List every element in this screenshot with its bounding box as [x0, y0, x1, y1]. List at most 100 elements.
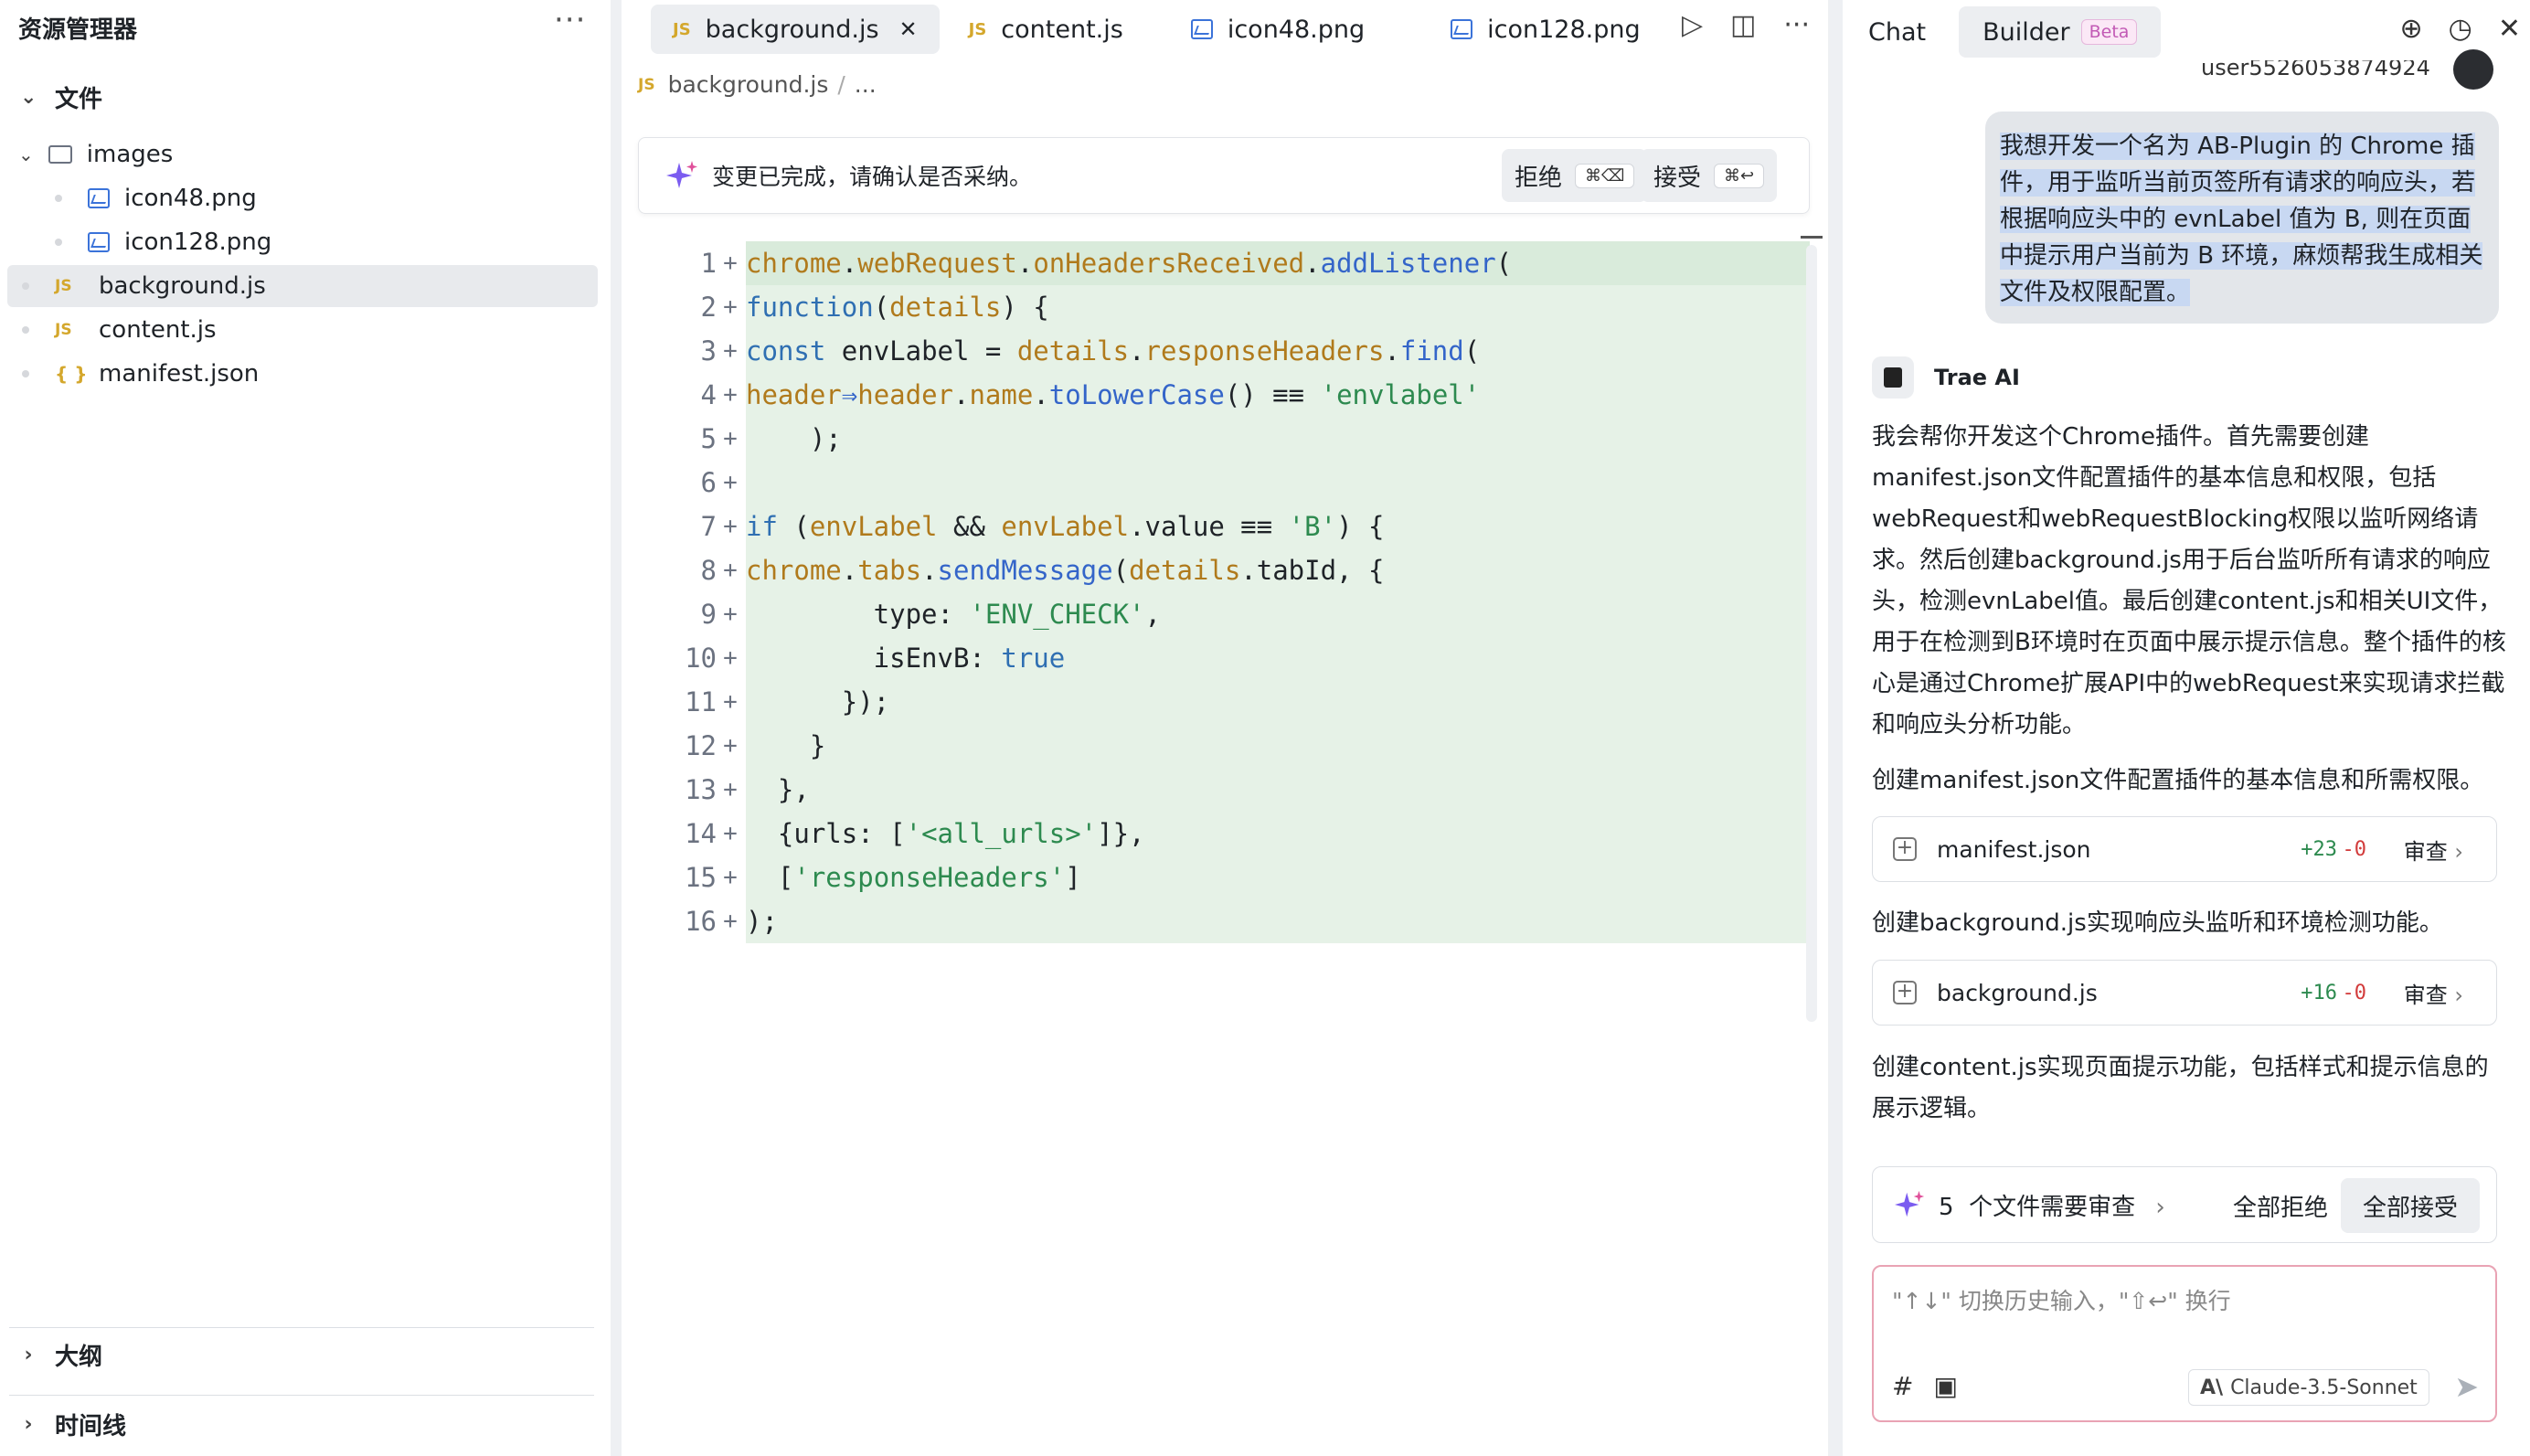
input-tools: # ▣ — [1892, 1371, 1958, 1401]
line-number: 11 — [685, 686, 717, 717]
code-text: type: 'ENV_CHECK', — [746, 592, 1810, 636]
explorer-more-button[interactable]: ··· — [554, 2, 587, 38]
ai-avatar-icon — [1872, 356, 1914, 399]
line-number: 9 — [700, 599, 717, 630]
review-files-toggle[interactable]: 5 个文件需要审查 › — [1939, 1188, 2165, 1222]
tree-item-label: background.js — [99, 272, 266, 300]
tab-background-js[interactable]: JS background.js ✕ — [651, 5, 940, 54]
code-line: 10+ isEnvB: true — [622, 636, 1810, 680]
breadcrumb-file[interactable]: background.js — [667, 71, 829, 98]
code-text: ['responseHeaders'] — [746, 856, 1810, 899]
indent-dot — [22, 370, 29, 377]
review-button[interactable]: 审查 › — [2404, 977, 2463, 1009]
reject-all-button[interactable]: 全部拒绝 — [2211, 1178, 2350, 1233]
history-icon[interactable]: ◷ — [2448, 13, 2472, 45]
send-icon[interactable]: ➤ — [2454, 1369, 2479, 1404]
image-file-icon — [88, 232, 110, 252]
ai-message-paragraph: 创建content.js实现页面提示功能，包括样式和提示信息的展示逻辑。 — [1872, 1054, 2489, 1122]
accept-shortcut: ⌘↩ — [1714, 163, 1765, 188]
lines-added: +16 — [2301, 981, 2337, 1004]
model-selector[interactable]: A\ Claude-3.5-Sonnet — [2188, 1369, 2429, 1406]
ai-name: Trae AI — [1934, 365, 2020, 390]
hash-icon[interactable]: # — [1892, 1371, 1914, 1401]
code-editor: JS background.js ✕ JS content.js icon48.… — [622, 0, 1828, 1456]
tree-item-background-js[interactable]: JS background.js — [7, 265, 598, 307]
chevron-right-icon: › — [24, 1343, 33, 1366]
added-marker: + — [723, 864, 738, 891]
ai-message-paragraph: 创建manifest.json文件配置插件的基本信息和所需权限。 — [1872, 767, 2484, 794]
ai-message-paragraph: 我会帮你开发这个Chrome插件。首先需要创建manifest.json文件配置… — [1872, 423, 2506, 739]
code-text: }); — [746, 680, 1810, 724]
added-marker: + — [723, 381, 738, 409]
model-name: Claude-3.5-Sonnet — [2230, 1376, 2418, 1399]
reject-all-label: 全部拒绝 — [2233, 1194, 2329, 1222]
image-file-icon — [1451, 19, 1473, 39]
timeline-section-header[interactable]: › 时间线 — [0, 1402, 126, 1446]
added-marker: + — [723, 425, 738, 452]
beta-badge: Beta — [2080, 19, 2138, 45]
chat-input-box[interactable]: "↑↓" 切换历史输入，"⇧↩" 换行 # ▣ A\ Claude-3.5-So… — [1872, 1265, 2497, 1422]
file-change-card-background[interactable]: + background.js +16 -0 审查 › — [1872, 960, 2497, 1026]
tab-icon128[interactable]: icon128.png — [1429, 5, 1662, 54]
run-icon[interactable]: ▷ — [1681, 9, 1704, 41]
code-line: 16+); — [622, 899, 1810, 943]
line-number: 12 — [685, 730, 717, 761]
tab-icon48[interactable]: icon48.png — [1169, 5, 1387, 54]
tab-content-js[interactable]: JS content.js — [947, 5, 1145, 54]
tree-item-content-js[interactable]: JS content.js — [7, 309, 598, 351]
section-divider — [9, 1327, 594, 1328]
code-line: 3+ const envLabel = details.responseHead… — [622, 329, 1810, 373]
outline-section-header[interactable]: › 大纲 — [0, 1333, 102, 1376]
code-area[interactable]: 1+chrome.webRequest.onHeadersReceived.ad… — [622, 241, 1810, 943]
tab-label: Chat — [1868, 17, 1927, 47]
scroll-track[interactable] — [1806, 245, 1817, 1022]
new-chat-icon[interactable]: ⊕ — [2399, 13, 2423, 45]
sparkle-icon — [666, 161, 697, 188]
editor-scrollbar[interactable] — [1801, 236, 1823, 1024]
js-file-icon: JS — [638, 75, 655, 94]
section-divider — [9, 1395, 594, 1396]
code-text: {urls: ['<all_urls>']}, — [746, 812, 1810, 856]
tab-label: Builder — [1983, 17, 2070, 47]
accept-button[interactable]: 接受 ⌘↩ — [1641, 149, 1778, 202]
close-icon[interactable]: ✕ — [2497, 13, 2521, 45]
tab-label: background.js — [705, 15, 879, 44]
line-number: 15 — [685, 862, 717, 893]
code-line: 12+ } — [622, 724, 1810, 768]
tab-builder[interactable]: Builder Beta — [1959, 6, 2162, 58]
more-icon[interactable]: ··· — [1783, 9, 1810, 41]
code-text: }, — [746, 768, 1810, 812]
tree-item-icon128[interactable]: icon128.png — [7, 221, 598, 263]
chat-input-placeholder[interactable]: "↑↓" 切换历史输入，"⇧↩" 换行 — [1892, 1288, 2231, 1314]
files-section-header[interactable]: ⌄ 文件 — [0, 75, 102, 119]
breadcrumb-rest[interactable]: ... — [854, 71, 877, 98]
expand-plus-icon[interactable]: + — [1893, 981, 1917, 1004]
line-number: 8 — [700, 555, 717, 586]
accept-all-button[interactable]: 全部接受 — [2341, 1178, 2481, 1233]
expand-plus-icon[interactable]: + — [1893, 837, 1917, 861]
chevron-down-icon: ⌄ — [18, 143, 34, 165]
tree-item-icon48[interactable]: icon48.png — [7, 177, 598, 219]
tree-item-manifest-json[interactable]: { } manifest.json — [7, 353, 598, 395]
tree-item-label: icon128.png — [124, 228, 272, 256]
review-button[interactable]: 审查 › — [2404, 834, 2463, 866]
review-label: 审查 — [2403, 982, 2448, 1008]
tab-chat[interactable]: Chat — [1844, 6, 1950, 58]
file-change-card-manifest[interactable]: + manifest.json +23 -0 审查 › — [1872, 816, 2497, 882]
line-number: 5 — [700, 423, 717, 454]
close-icon[interactable]: ✕ — [898, 16, 918, 42]
image-upload-icon[interactable]: ▣ — [1933, 1371, 1958, 1401]
code-text: } — [746, 724, 1810, 768]
tree-folder-images[interactable]: ⌄ images — [7, 133, 598, 175]
tab-label: icon128.png — [1487, 15, 1641, 44]
added-marker: + — [723, 557, 738, 584]
code-line: 11+ }); — [622, 680, 1810, 724]
ai-message-paragraph: 创建background.js实现响应头监听和环境检测功能。 — [1872, 909, 2443, 937]
added-marker: + — [723, 776, 738, 803]
added-marker: + — [723, 732, 738, 760]
code-text: isEnvB: true — [746, 636, 1810, 680]
reject-button[interactable]: 拒绝 ⌘⌫ — [1502, 149, 1648, 202]
split-editor-icon[interactable]: ◫ — [1730, 9, 1757, 41]
js-file-icon: JS — [55, 277, 72, 295]
line-number: 13 — [685, 774, 717, 805]
